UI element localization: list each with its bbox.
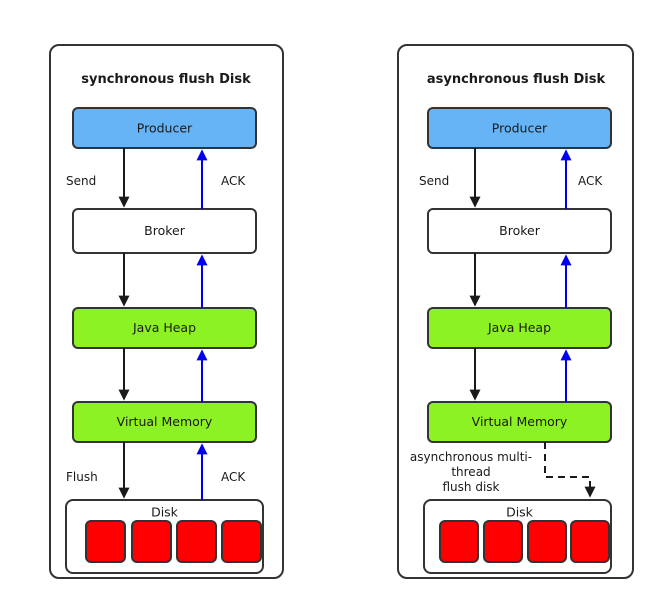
node-box-producer-asynchronous[interactable]: [427, 107, 612, 149]
edge-label-send-asynchronous: Send: [419, 174, 449, 188]
edge-label-async-flush-line-1: asynchronous multi-: [410, 450, 532, 464]
node-label-disk-asynchronous: Disk: [506, 505, 534, 520]
disk-cell: [131, 520, 172, 563]
panel-synchronous: synchronous flush Disk Producer Broker J…: [49, 44, 284, 579]
edge-label-ack-producer-synchronous: ACK: [221, 174, 246, 188]
edge-label-send-synchronous: Send: [66, 174, 96, 188]
node-box-broker-asynchronous[interactable]: [427, 208, 612, 254]
edge-label-ack-disk-synchronous: ACK: [221, 470, 246, 484]
node-label-virtual-memory-synchronous: Virtual Memory: [117, 414, 213, 429]
disk-cell: [570, 520, 610, 563]
disk-cell: [439, 520, 479, 563]
disk-cell: [221, 520, 262, 563]
disk-cell: [527, 520, 567, 563]
node-box-java-heap-asynchronous[interactable]: [427, 307, 612, 349]
panel-title-synchronous: synchronous flush Disk: [81, 72, 251, 87]
disk-cell: [483, 520, 523, 563]
disk-cell: [85, 520, 126, 563]
node-label-producer-asynchronous: Producer: [492, 121, 548, 136]
edge-label-ack-producer-asynchronous: ACK: [578, 174, 603, 188]
node-label-java-heap-synchronous: Java Heap: [132, 320, 196, 335]
edge-label-flush-synchronous: Flush: [66, 470, 98, 484]
disk-cell: [176, 520, 217, 563]
node-label-disk-synchronous: Disk: [151, 505, 179, 520]
node-box-virtual-memory-synchronous[interactable]: [72, 401, 257, 443]
panel-asynchronous: asynchronous flush Disk Producer Broker …: [397, 44, 634, 579]
edge-label-async-flush-line-3: flush disk: [443, 480, 500, 494]
node-label-virtual-memory-asynchronous: Virtual Memory: [472, 414, 568, 429]
edge-virtual-memory-to-disk-async-dashed: [544, 442, 596, 498]
node-box-broker-synchronous[interactable]: [72, 208, 257, 254]
node-label-producer-synchronous: Producer: [137, 121, 193, 136]
node-label-java-heap-asynchronous: Java Heap: [487, 320, 551, 335]
node-box-producer-synchronous[interactable]: [72, 107, 257, 149]
node-box-virtual-memory-asynchronous[interactable]: [427, 401, 612, 443]
node-box-java-heap-synchronous[interactable]: [72, 307, 257, 349]
edge-label-async-flush-line-2: thread: [451, 465, 490, 479]
panel-title-asynchronous: asynchronous flush Disk: [427, 72, 606, 87]
node-label-broker-synchronous: Broker: [144, 223, 186, 238]
node-label-broker-asynchronous: Broker: [499, 223, 541, 238]
